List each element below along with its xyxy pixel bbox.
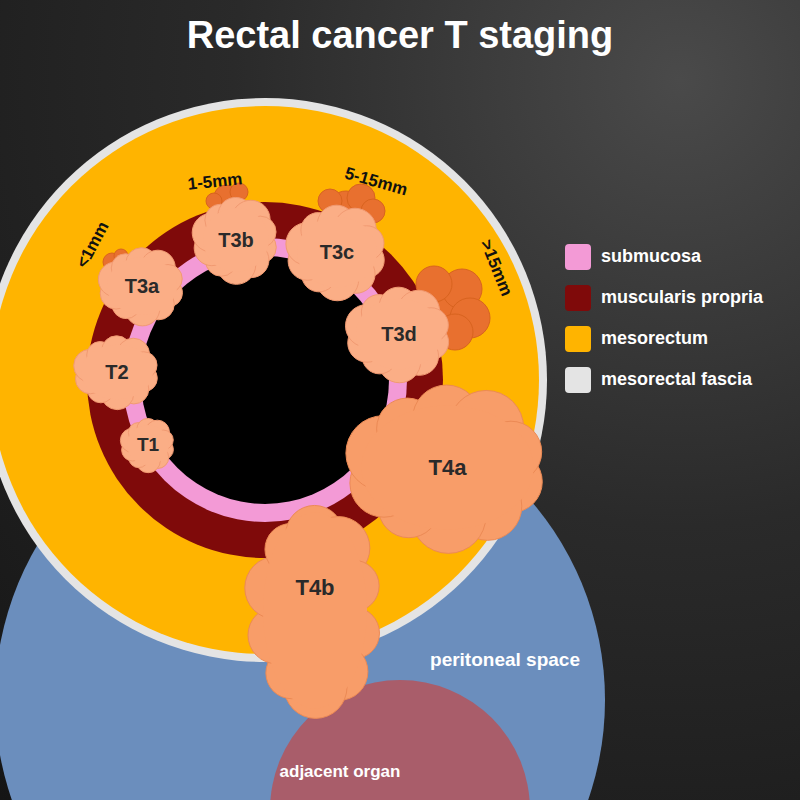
region-circle: [0, 395, 605, 800]
legend-text: submucosa: [601, 246, 701, 267]
legend-swatch: [565, 367, 591, 393]
stage-label: T4a: [429, 455, 467, 481]
stage-label: T1: [137, 434, 159, 456]
stage-label: T4b: [295, 575, 334, 601]
region-label: peritoneal space: [430, 649, 580, 671]
legend-row: mesorectal fascia: [565, 359, 763, 400]
tumour-shape: [250, 488, 380, 733]
legend-text: muscularis propria: [601, 287, 763, 308]
legend-swatch: [565, 244, 591, 270]
tumour-body: [263, 513, 367, 709]
stage-label: T3c: [320, 241, 354, 264]
tumour-body: [297, 217, 377, 287]
tumour-node: T2: [72, 338, 162, 406]
legend-row: submucosa: [565, 236, 763, 277]
legend-text: mesorectal fascia: [601, 369, 752, 390]
tumour-body: [362, 406, 534, 530]
tumour-node: T3d: [345, 290, 453, 378]
tumour-body: [356, 299, 442, 369]
legend: submucosa muscularis propria mesorectum mes…: [565, 236, 763, 400]
legend-swatch: [565, 285, 591, 311]
region-label: adjacent organ: [280, 762, 401, 782]
tumour-node: T3c: [287, 208, 387, 296]
stage-label: T3d: [381, 323, 417, 346]
tumour-node: T4b: [250, 488, 380, 733]
tumour-node: T3b: [195, 200, 277, 280]
region-circle: [270, 680, 530, 800]
tumour-body: [127, 425, 169, 465]
stage-label: T3b: [218, 229, 254, 252]
stage-label: T2: [105, 361, 128, 384]
tumour-node: T1: [122, 420, 174, 470]
diagram-title: Rectal cancer T staging: [0, 14, 800, 57]
legend-text: mesorectum: [601, 328, 708, 349]
tumour-node: T4a: [340, 390, 555, 545]
tumour-node: T3a: [98, 250, 186, 322]
tumour-body: [107, 257, 177, 315]
tumour-body: [81, 345, 153, 399]
legend-swatch: [565, 326, 591, 352]
tumour-body: [203, 208, 269, 272]
stage-label: T3a: [125, 275, 159, 298]
legend-row: mesorectum: [565, 318, 763, 359]
legend-row: muscularis propria: [565, 277, 763, 318]
